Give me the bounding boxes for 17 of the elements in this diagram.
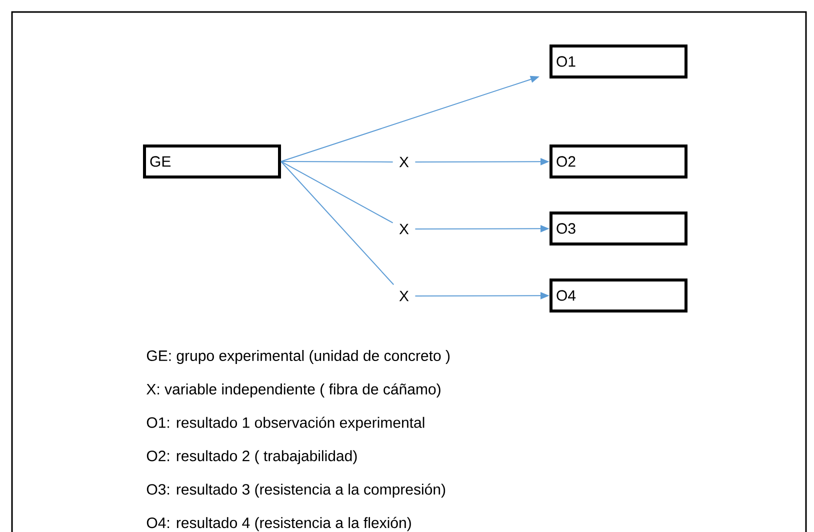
connector-line [280,161,394,224]
label-box: O1 [550,44,688,78]
legend-line: X: variable independiente ( fibra de cáñamo) [146,383,440,398]
legend-line: O1: resultado 1 observación experimental [146,416,424,431]
variable-label: X [399,290,409,302]
legend-line: O2: resultado 2 ( trabajabilidad) [146,450,357,464]
legend-line: O4: resultado 4 (resistencia a la flexión) [146,516,411,532]
connector-line [280,161,394,286]
label-box: O4 [550,278,688,312]
connector-line [280,161,394,162]
label-box: GE [143,144,281,178]
variable-label: X [399,156,409,168]
legend-line: O3: resultado 3 (resistencia a la compresión) [146,484,446,498]
label-box: O3 [550,212,688,246]
variable-label: X [399,224,409,234]
label-box: O2 [550,144,688,178]
legend-line: GE: grupo experimental (unidad de concreto ) [146,350,450,364]
